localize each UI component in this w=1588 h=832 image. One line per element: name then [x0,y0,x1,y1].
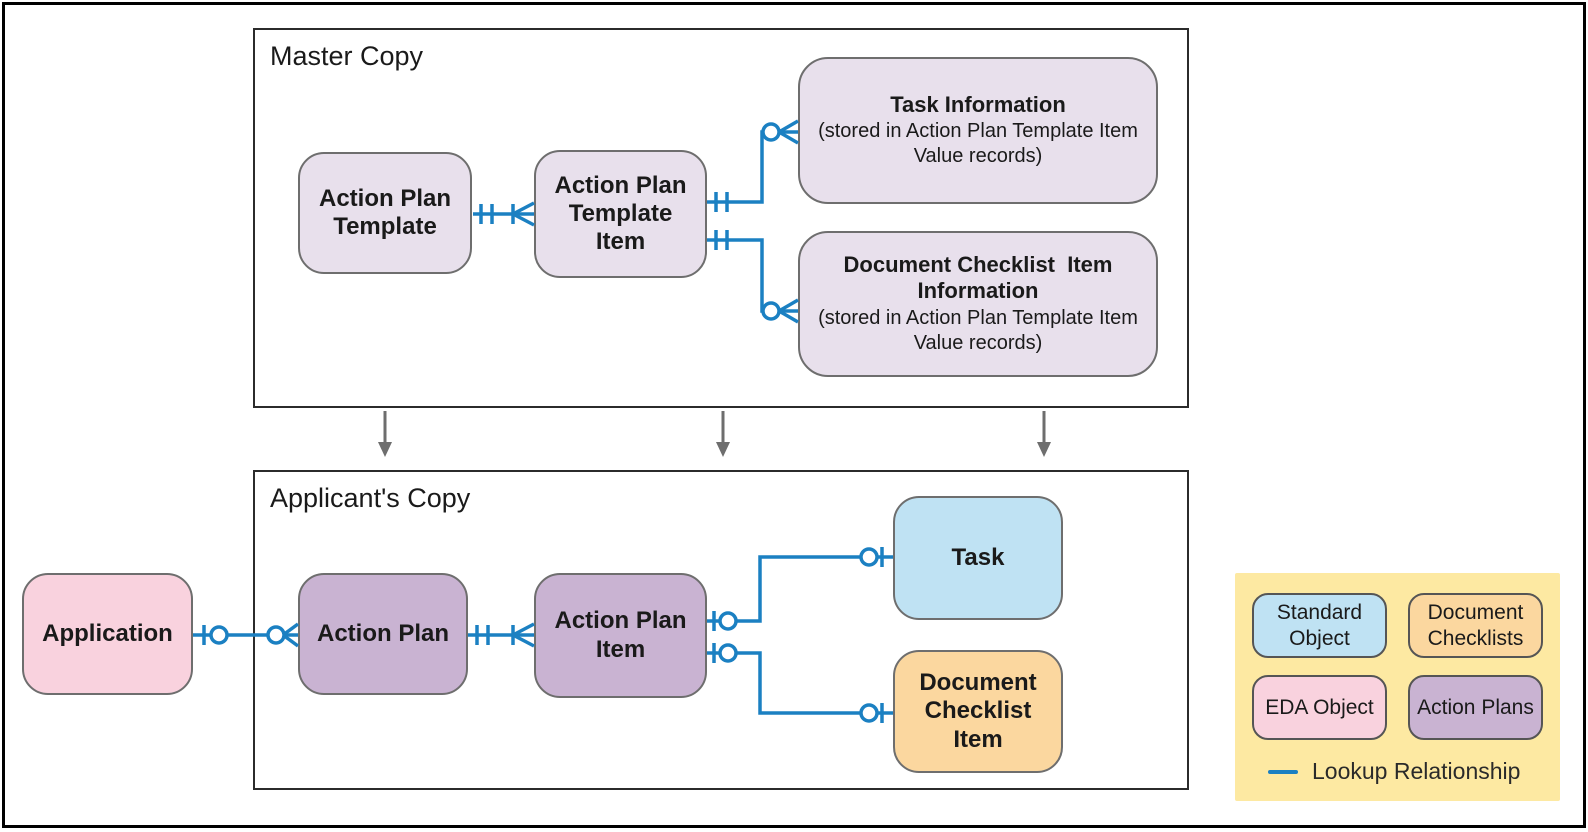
node-label: Action Plan [316,619,449,647]
legend-lookup-label: Lookup Relationship [1312,758,1521,784]
lookup-relationship-line-icon [1268,769,1298,774]
node-sublabel: (stored in Action Plan Template Item Val… [818,306,1138,354]
group-title-applicants-copy: Applicant's Copy [270,483,471,513]
node-sublabel: (stored in Action Plan Template Item Val… [818,120,1138,168]
node-action-plan: Action Plan [298,573,468,695]
node-task: Task [893,496,1063,620]
node-document-checklist-item-information: Document Checklist Item Information(stor… [798,231,1158,377]
legend-item-standard-object: Standard Object [1252,593,1387,658]
node-action-plan-item: Action Plan Item [534,573,707,698]
node-action-plan-template: Action Plan Template [298,152,472,274]
node-label: Action Plan Template Item [554,171,694,256]
node-label: Application [42,619,173,647]
node-label: Task Information [890,91,1066,117]
node-document-checklist-item: Document Checklist Item [893,650,1063,773]
node-action-plan-template-item: Action Plan Template Item [534,150,707,278]
group-title-master-copy: Master Copy [270,41,424,71]
legend-lookup-row: Lookup Relationship [1268,758,1520,785]
node-label: Document Checklist Item Information [843,252,1119,303]
legend-item-action-plans: Action Plans [1408,675,1543,740]
node-application: Application [22,573,193,695]
node-label: Action Plan Template [318,184,458,240]
group-applicants-copy [253,470,1189,790]
legend-item-eda-object: EDA Object [1252,675,1387,740]
node-label: Task [951,543,1005,571]
legend-item-document-checklists: Document Checklists [1408,593,1543,658]
node-label: Document Checklist Item [919,669,1044,753]
node-task-information: Task Information (stored in Action Plan T… [798,57,1158,204]
group-master-copy [253,28,1189,408]
node-label: Action Plan Item [554,607,694,663]
